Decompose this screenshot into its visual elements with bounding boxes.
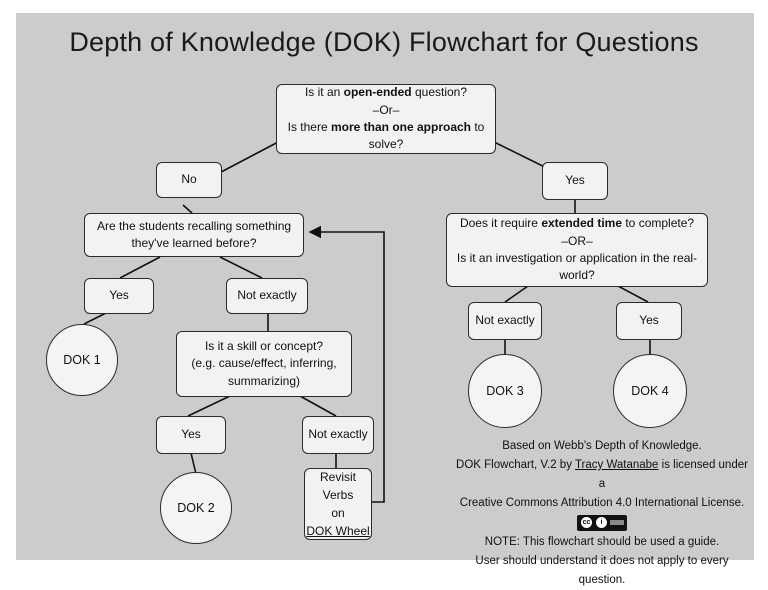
root-line1: Is it an open-ended question? bbox=[304, 85, 468, 100]
connector-no-recall bbox=[182, 204, 193, 214]
connector-skill-yes bbox=[187, 395, 231, 417]
extended-time-question-box: Does it require extended time to complet… bbox=[446, 213, 708, 287]
author-link[interactable]: Tracy Watanabe bbox=[574, 459, 659, 471]
connector-recall-yes bbox=[119, 256, 161, 279]
skill-yes-box: Yes bbox=[156, 416, 226, 454]
skill-not-exactly-box: Not exactly bbox=[302, 416, 374, 454]
page-title: Depth of Knowledge (DOK) Flowchart for Q… bbox=[69, 27, 699, 57]
recall-question-box: Are the students recalling something the… bbox=[84, 213, 304, 257]
right-not-exactly-box: Not exactly bbox=[468, 302, 542, 340]
recall-not-exactly-box: Not exactly bbox=[226, 278, 308, 314]
recall-yes-box: Yes bbox=[84, 278, 154, 314]
dok1-circle: DOK 1 bbox=[46, 324, 118, 396]
dok2-circle: DOK 2 bbox=[160, 472, 232, 544]
credits-line3: Creative Commons Attribution 4.0 Interna… bbox=[459, 497, 745, 509]
connector-recall-notexactly bbox=[219, 256, 263, 279]
root-question-box: Is it an open-ended question? –Or– Is th… bbox=[276, 84, 496, 154]
skill-question-box: Is it a skill or concept? (e.g. cause/ef… bbox=[176, 331, 352, 397]
no-label-box: No bbox=[156, 162, 222, 198]
connector-lines bbox=[83, 139, 651, 503]
dok-wheel-link[interactable]: DOK Wheel bbox=[306, 524, 370, 538]
connector-extended-notexactly bbox=[504, 285, 529, 303]
connector-yes-dok1 bbox=[83, 312, 107, 325]
cc-license-badge-icon[interactable]: cc i bbox=[577, 515, 627, 531]
note-line1: NOTE: This flowchart should be used a gu… bbox=[484, 536, 720, 549]
right-yes-label-box: Yes bbox=[542, 162, 608, 200]
credits-line1: Based on Webb's Depth of Knowledge. bbox=[502, 440, 702, 452]
license-badge-row: cc i bbox=[456, 513, 748, 533]
dok4-circle: DOK 4 bbox=[613, 354, 687, 428]
connector-yes-dok2 bbox=[190, 452, 197, 475]
root-line3: Is there more than one approach to solve… bbox=[287, 120, 485, 152]
root-line2: –Or– bbox=[372, 102, 400, 117]
revisit-verbs-box: Revisit Verbs on DOK Wheel bbox=[304, 468, 372, 540]
connector-skill-notexactly bbox=[299, 395, 337, 417]
credits-block: Based on Webb's Depth of Knowledge. DOK … bbox=[456, 437, 748, 590]
connector-extended-yes bbox=[617, 285, 649, 303]
connector-revisit-loop bbox=[308, 225, 385, 503]
credits-line2: DOK Flowchart, V.2 by Tracy Watanabe is … bbox=[456, 459, 748, 490]
note-line2: User should understand it does not apply… bbox=[475, 555, 729, 587]
dok3-circle: DOK 3 bbox=[468, 354, 542, 428]
right-yes2-box: Yes bbox=[616, 302, 682, 340]
